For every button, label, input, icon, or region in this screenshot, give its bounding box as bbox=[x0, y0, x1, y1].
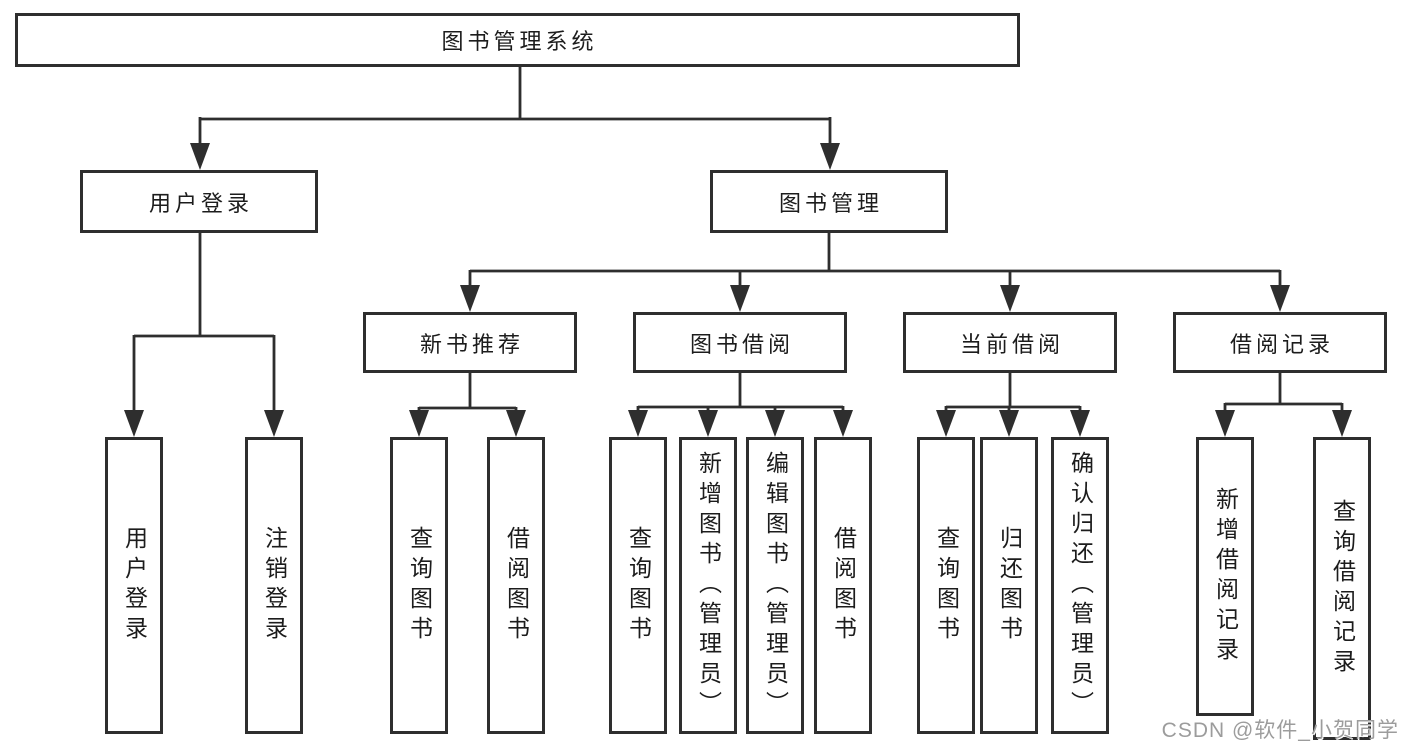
leaf-user-login: 用户登录 bbox=[105, 437, 163, 734]
arrow-to-current-borrowing bbox=[1000, 285, 1020, 312]
csdn-watermark: CSDN @软件_小贺同学 bbox=[1161, 719, 1399, 742]
arrow-to-leaf-user-login bbox=[124, 410, 144, 437]
leaf-rec-query-books: 查询图书 bbox=[390, 437, 448, 734]
connector-new-book-recommend-branch bbox=[417, 372, 518, 414]
node-new-book-recommend: 新书推荐 bbox=[363, 312, 577, 373]
leaf-borrow-query-books: 查询图书 bbox=[609, 437, 667, 734]
node-root: 图书管理系统 bbox=[15, 13, 1020, 67]
arrow-to-book-borrowing bbox=[730, 285, 750, 312]
arrow-to-leaf-borrow-edit-books bbox=[765, 410, 785, 437]
leaf-logout: 注销登录 bbox=[245, 437, 303, 734]
arrow-to-leaf-rec-add-record bbox=[1215, 410, 1235, 437]
connector-borrowing-records-branch bbox=[1223, 372, 1344, 414]
arrow-to-leaf-cur-query-books bbox=[936, 410, 956, 437]
connector-book-management-branch bbox=[468, 233, 1282, 290]
leaf-cur-confirm-return: 确认归还（管理员） bbox=[1051, 437, 1109, 734]
node-user-login: 用户登录 bbox=[80, 170, 318, 233]
leaf-borrow-add-books: 新增图书（管理员） bbox=[679, 437, 737, 734]
arrow-to-leaf-logout bbox=[264, 410, 284, 437]
connector-root-to-level2 bbox=[198, 66, 832, 148]
arrow-to-new-book-recommend bbox=[460, 285, 480, 312]
connector-book-borrowing-branch bbox=[636, 372, 845, 414]
arrow-to-user-login bbox=[190, 143, 210, 170]
arrow-to-borrowing-records bbox=[1270, 285, 1290, 312]
arrow-to-leaf-borrow-borrow-books bbox=[833, 410, 853, 437]
leaf-borrow-borrow-books: 借阅图书 bbox=[814, 437, 872, 734]
leaf-cur-return-books: 归还图书 bbox=[980, 437, 1038, 734]
arrow-to-leaf-rec-query-record bbox=[1332, 410, 1352, 437]
arrow-to-leaf-borrow-query-books bbox=[628, 410, 648, 437]
arrow-to-book-management bbox=[820, 143, 840, 170]
arrow-to-leaf-borrow-add-books bbox=[698, 410, 718, 437]
arrow-to-leaf-cur-confirm-return bbox=[1070, 410, 1090, 437]
connector-user-login-branch bbox=[132, 233, 276, 414]
arrow-to-leaf-rec-borrow-books bbox=[506, 410, 526, 437]
leaf-rec-query-record: 查询借阅记录 bbox=[1313, 437, 1371, 740]
node-book-borrowing: 图书借阅 bbox=[633, 312, 847, 373]
leaf-borrow-edit-books: 编辑图书（管理员） bbox=[746, 437, 804, 734]
leaf-rec-borrow-books: 借阅图书 bbox=[487, 437, 545, 734]
arrow-to-leaf-rec-query-books bbox=[409, 410, 429, 437]
connector-current-borrowing-branch bbox=[944, 372, 1082, 414]
leaf-rec-add-record: 新增借阅记录 bbox=[1196, 437, 1254, 716]
node-current-borrowing: 当前借阅 bbox=[903, 312, 1117, 373]
node-borrowing-records: 借阅记录 bbox=[1173, 312, 1387, 373]
arrow-to-leaf-cur-return-books bbox=[999, 410, 1019, 437]
leaf-cur-query-books: 查询图书 bbox=[917, 437, 975, 734]
node-book-management: 图书管理 bbox=[710, 170, 948, 233]
